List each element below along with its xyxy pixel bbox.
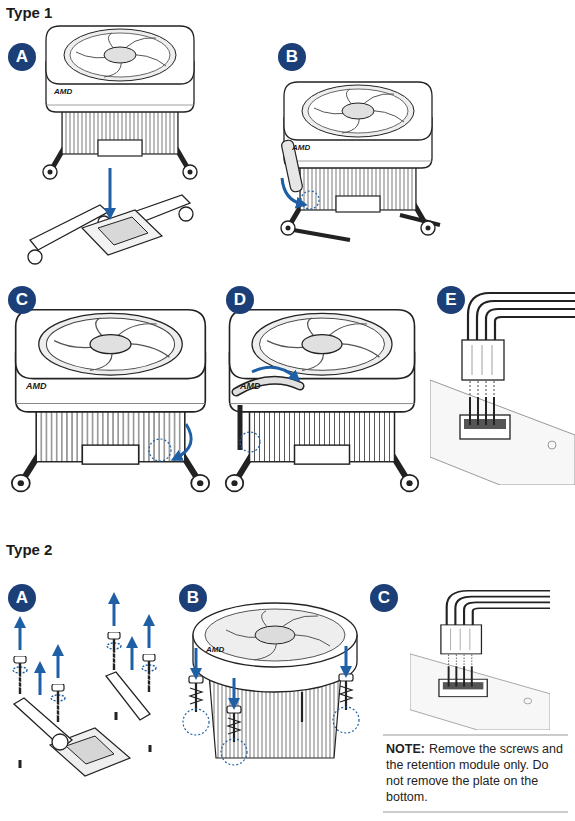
- retention-removal-step: [39, 667, 42, 695]
- retention-removal-step: [19, 622, 22, 650]
- fan-header-connection: [410, 591, 550, 730]
- section-heading: Type 2: [6, 541, 52, 558]
- spring-screw: [183, 674, 359, 765]
- cooler-drop-step: [98, 217, 148, 245]
- step-badge: B: [179, 584, 207, 612]
- cooler-clip-step: [281, 82, 440, 240]
- note-rule: [383, 735, 568, 812]
- retention-removal-step: [131, 642, 134, 670]
- note-rule: [383, 735, 568, 736]
- lever-lock-step: [240, 432, 260, 452]
- step-circle: [226, 286, 254, 314]
- step-letter: C: [8, 286, 36, 314]
- retention-removal-step: [113, 598, 116, 626]
- cooler-clip-step: [12, 310, 209, 492]
- step-letter: A: [8, 584, 36, 612]
- cooler-drop-step: [179, 207, 193, 221]
- round-cooler-step: [195, 648, 198, 674]
- step-letter: D: [226, 286, 254, 314]
- note-label: NOTE:: [386, 742, 425, 756]
- cooler-clip-step: [301, 191, 319, 209]
- lever-lock-step: [236, 380, 300, 392]
- step-badge: C: [370, 584, 398, 612]
- step-badge: C: [8, 286, 36, 314]
- step-letter: C: [370, 584, 398, 612]
- cooler-clip-step: [282, 178, 302, 204]
- step-circle: [8, 43, 36, 71]
- fan-header-connection: [410, 591, 550, 730]
- retention-removal-step: [106, 672, 150, 720]
- step-badge: D: [226, 286, 254, 314]
- spring-screw: [221, 739, 247, 765]
- step-badge: E: [437, 286, 465, 314]
- cooler-clip-step: [149, 439, 171, 461]
- step-circle: [8, 286, 36, 314]
- spring-screw: [227, 706, 241, 713]
- spring-screw: [189, 676, 203, 683]
- step-circle: [8, 584, 36, 612]
- brand-logo: AMD: [54, 87, 72, 96]
- step-circle: [437, 286, 465, 314]
- spring-screw: [196, 680, 346, 742]
- cooler-drop-step: [82, 210, 162, 255]
- cooler-drop-step: [28, 250, 42, 264]
- step-circle: [370, 584, 398, 612]
- round-cooler-step: [233, 678, 236, 704]
- retention-removal-step: [52, 734, 68, 750]
- spring-screw: [190, 686, 352, 734]
- spring-screw: [339, 674, 353, 681]
- lever-lock-step: [252, 367, 296, 378]
- cooler-drop-step: [109, 168, 112, 214]
- retention-removal-step: [50, 728, 130, 776]
- spring-screw: [183, 709, 209, 735]
- round-cooler-step: [205, 609, 345, 661]
- cooler-drop-step: [28, 26, 197, 264]
- note-rule: [383, 812, 568, 813]
- step-letter: B: [278, 43, 306, 71]
- section-heading: Type 1: [6, 4, 52, 21]
- retention-removal-step: [57, 650, 60, 678]
- cooler-clip-step: [281, 82, 435, 235]
- retention-removal-step: [142, 654, 156, 692]
- step-badge: A: [8, 584, 36, 612]
- retention-removal-step: [51, 684, 65, 722]
- fan-header-connection: [430, 293, 575, 485]
- lever-lock-step: [226, 310, 419, 492]
- round-cooler-step: [183, 603, 359, 765]
- fan-header-connection: [430, 293, 575, 485]
- round-cooler-step: [226, 611, 330, 660]
- lever-lock-step: [236, 380, 300, 392]
- step-letter: A: [8, 43, 36, 71]
- retention-removal-step: [148, 620, 151, 648]
- spring-screw: [333, 707, 359, 733]
- round-cooler-step: [193, 603, 357, 667]
- round-cooler-step: [255, 626, 295, 644]
- cooler-drop-step: [43, 26, 197, 179]
- lever-lock-step: [226, 310, 419, 492]
- step-circle: [179, 584, 207, 612]
- step-badge: A: [8, 43, 36, 71]
- step-letter: B: [179, 584, 207, 612]
- round-cooler-step: [345, 646, 348, 672]
- retention-removal-step: [13, 656, 27, 694]
- step-letter: E: [437, 286, 465, 314]
- retention-removal-step: [20, 712, 150, 768]
- step-circle: [278, 43, 306, 71]
- brand-logo: AMD: [206, 645, 224, 654]
- retention-removal-step: [66, 736, 114, 764]
- brand-logo: AMD: [240, 381, 261, 391]
- brand-logo: AMD: [26, 381, 47, 391]
- cooler-clip-step: [282, 215, 440, 240]
- cooler-clip-step: [12, 310, 209, 492]
- step-badge: B: [278, 43, 306, 71]
- brand-logo: AMD: [292, 143, 310, 152]
- cooler-clip-step: [176, 424, 191, 458]
- retention-removal-step: [107, 632, 121, 670]
- retention-removal-step: [13, 598, 156, 776]
